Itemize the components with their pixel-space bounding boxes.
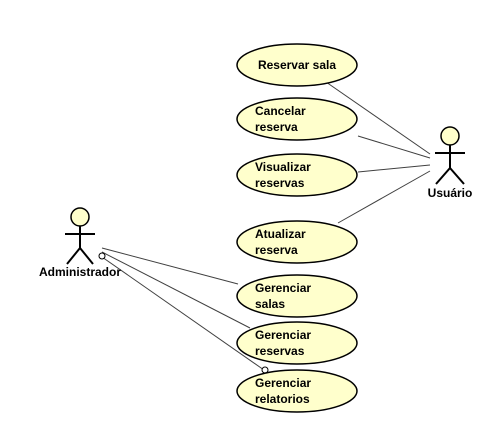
use-case-label-line1: Gerenciar	[255, 281, 311, 295]
actor-administrador[interactable]	[65, 207, 95, 265]
use-case-label-line2: relatorios	[255, 392, 310, 406]
association-usuario-visualizar	[357, 164, 431, 173]
use-case-cancelar-reserva[interactable]: Cancelar reserva	[236, 97, 358, 141]
use-case-label-line1: Visualizar	[255, 160, 311, 174]
use-case-atualizar-reserva[interactable]: Atualizar reserva	[236, 220, 358, 264]
association-admin-ger-reservas	[101, 251, 251, 329]
use-case-label-line1: Gerenciar	[255, 328, 311, 342]
use-case-label-line2: salas	[255, 297, 285, 311]
use-case-gerenciar-salas[interactable]: Gerenciar salas	[236, 274, 358, 318]
use-case-label-line1: Cancelar	[255, 104, 306, 118]
use-case-reservar-sala[interactable]: Reservar sala	[236, 43, 358, 87]
use-case-gerenciar-reservas[interactable]: Gerenciar reservas	[236, 321, 358, 365]
association-usuario-atualizar	[337, 170, 431, 224]
use-case-visualizar-reservas[interactable]: Visualizar reservas	[236, 153, 358, 197]
use-case-label-line2: reserva	[255, 243, 298, 257]
use-case-label-line1: Atualizar	[255, 227, 306, 241]
association-admin-ger-relatorios	[101, 256, 265, 371]
use-case-label-line2: reservas	[255, 344, 305, 358]
association-usuario-reservar	[325, 81, 431, 155]
actor-head-icon	[440, 126, 460, 146]
use-case-gerenciar-relatorios[interactable]: Gerenciar relatorios	[236, 369, 358, 413]
association-admin-ger-salas	[101, 247, 239, 285]
use-case-label-line2: reserva	[255, 120, 298, 134]
actor-usuario[interactable]	[435, 126, 465, 185]
actor-head-icon	[70, 207, 90, 227]
associations	[101, 81, 431, 371]
navigability-dot-admin	[98, 252, 106, 260]
use-case-label-line1: Gerenciar	[255, 376, 311, 390]
association-usuario-cancelar	[357, 135, 431, 159]
use-case-label: Reservar sala	[258, 58, 336, 72]
use-case-label-line2: reservas	[255, 176, 305, 190]
actor-label-administrador: Administrador	[39, 265, 121, 279]
actor-label-usuario: Usuário	[428, 186, 473, 200]
